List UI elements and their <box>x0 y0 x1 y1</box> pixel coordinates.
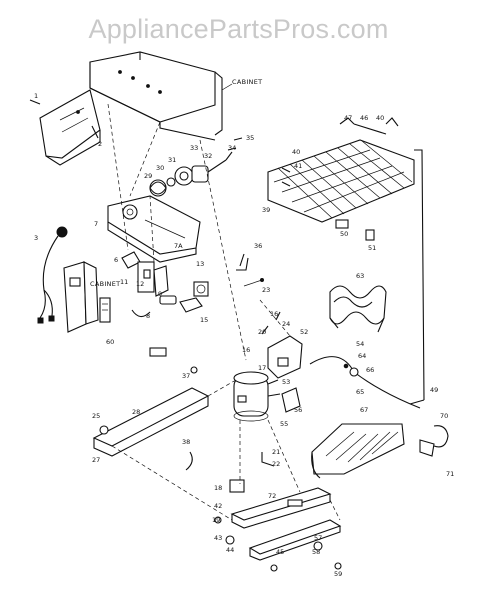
part-num: 44 <box>226 546 234 554</box>
part-num: 67 <box>360 406 368 414</box>
part-num: 55 <box>280 420 288 428</box>
control-housing <box>63 261 111 333</box>
part-num: 39 <box>262 206 270 214</box>
part-num: 16 <box>242 346 250 354</box>
part-num: 34 <box>228 144 236 152</box>
relay-bracket <box>261 311 303 413</box>
part-num: 57 <box>314 534 322 542</box>
part-num: 50 <box>340 230 348 238</box>
part-num: 30 <box>156 164 164 172</box>
assembly-lines <box>107 103 341 521</box>
part-num: 16 <box>270 310 278 318</box>
part-num: 66 <box>366 366 374 374</box>
part-num: 47 <box>344 114 352 122</box>
part-num: 8 <box>146 312 150 320</box>
part-num: 54 <box>356 340 364 348</box>
condenser-fan <box>311 423 449 479</box>
part-num: 24 <box>282 320 290 328</box>
part-num: 40 <box>376 114 384 122</box>
part-num: 53 <box>282 378 290 386</box>
part-num: 49 <box>430 386 438 394</box>
base-frame <box>92 366 342 572</box>
part-num: 72 <box>268 492 276 500</box>
part-num: 21 <box>272 448 280 456</box>
wire-harness <box>37 226 68 324</box>
part-num: 56 <box>294 406 302 414</box>
part-num: 45 <box>276 548 284 556</box>
part-num: 19 <box>212 516 220 524</box>
part-num: 33 <box>190 144 198 152</box>
part-num: 37 <box>182 372 190 380</box>
part-num: 51 <box>368 244 376 252</box>
part-num: 22 <box>272 460 280 468</box>
part-num: 43 <box>214 534 222 542</box>
part-num: 40 <box>292 148 300 156</box>
part-num: 23 <box>262 286 270 294</box>
part-num: 6 <box>114 256 118 264</box>
part-num: 42 <box>214 502 222 510</box>
part-number-callouts: 1 2 3 6 7 7A 8 9 11 12 13 15 16 16 17 18… <box>34 92 454 578</box>
cabinet-top-frame <box>89 51 233 141</box>
part-num: 20 <box>258 328 266 336</box>
part-num: 13 <box>196 260 204 268</box>
evaporator-coil <box>267 117 425 401</box>
part-num: 71 <box>446 470 454 478</box>
part-num: 18 <box>214 484 222 492</box>
part-num: 27 <box>92 456 100 464</box>
part-num: 63 <box>356 272 364 280</box>
part-num: 41 <box>294 162 302 170</box>
watermark: AppliancePartsPros.com <box>88 14 389 44</box>
switch-parts <box>121 251 264 357</box>
part-num: 9 <box>158 290 162 298</box>
part-num: 17 <box>258 364 266 372</box>
part-num: 64 <box>358 352 366 360</box>
part-num: 28 <box>132 408 140 416</box>
part-num: 25 <box>92 412 100 420</box>
part-num: 31 <box>168 156 176 164</box>
part-num: 46 <box>360 114 368 122</box>
left-bracket-panel <box>29 89 101 166</box>
part-num: 35 <box>246 134 254 142</box>
fan-shroud <box>107 195 201 263</box>
fan-motor-assembly <box>149 137 243 197</box>
part-num: 3 <box>34 234 38 242</box>
condenser-coil <box>329 285 387 333</box>
part-num: 2 <box>98 140 102 148</box>
part-num: 36 <box>254 242 262 250</box>
label-cabinet-left: CABINET <box>90 280 120 288</box>
part-num: 12 <box>136 280 144 288</box>
part-num: 70 <box>440 412 448 420</box>
part-num: 32 <box>204 152 212 160</box>
part-num: 29 <box>144 172 152 180</box>
refrigerant-tubing <box>309 356 425 409</box>
part-num: 52 <box>300 328 308 336</box>
part-num: 60 <box>106 338 114 346</box>
part-num: 15 <box>200 316 208 324</box>
part-num: 59 <box>334 570 342 578</box>
part-num: 11 <box>120 278 128 286</box>
part-num: 1 <box>34 92 38 100</box>
part-num: 65 <box>356 388 364 396</box>
compressor <box>233 371 281 422</box>
part-num: 7 <box>94 220 98 228</box>
label-cabinet-top: CABINET <box>232 78 262 86</box>
part-num: 38 <box>182 438 190 446</box>
part-num: 7A <box>174 242 183 250</box>
part-num: 58 <box>312 548 320 556</box>
